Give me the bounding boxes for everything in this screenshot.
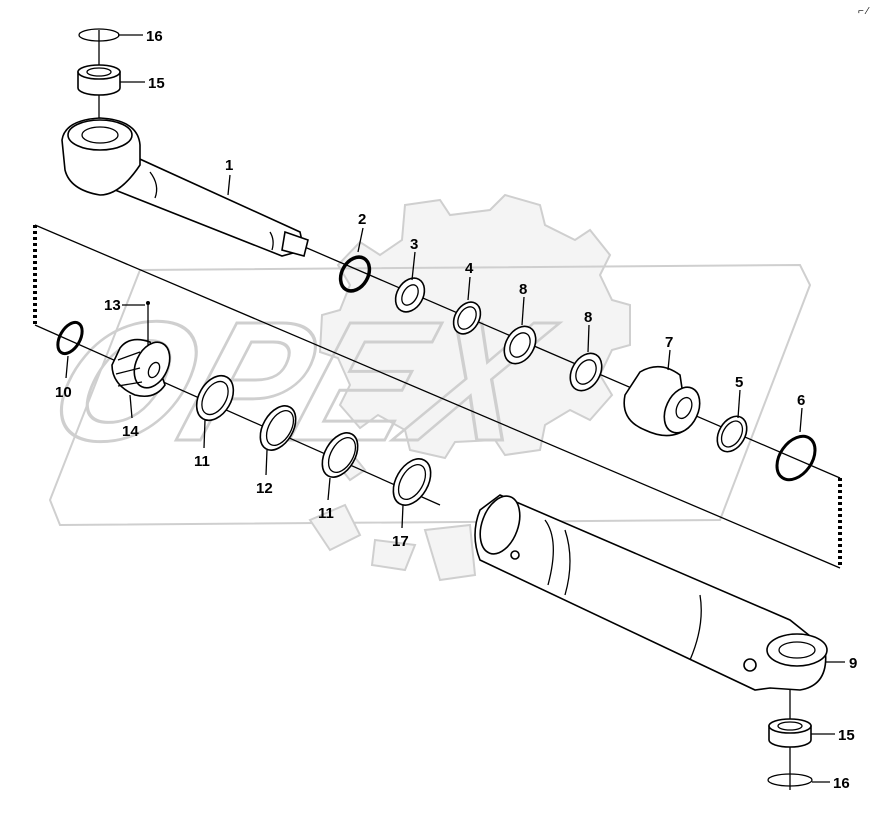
callout-1: 1 [225, 157, 233, 174]
callout-13: 14 [122, 423, 139, 440]
part-cylinder-barrel [474, 494, 828, 691]
callout-17: 17 [392, 533, 409, 550]
callout-9: 9 [849, 655, 857, 672]
part-circlip-bottom [767, 773, 813, 787]
part-ring-3 [394, 277, 426, 313]
part-seal-12 [259, 405, 297, 451]
part-bushing-bottom [768, 718, 812, 748]
callout-15-bottom: 15 [838, 727, 855, 744]
callout-3: 3 [410, 236, 418, 253]
leader-lines [65, 34, 845, 783]
callout-15-top: 15 [148, 75, 165, 92]
callout-5: 5 [735, 374, 743, 391]
part-seal-8a [503, 325, 537, 365]
part-ring-5 [716, 415, 748, 453]
callout-11a: 11 [194, 453, 210, 470]
part-piston-13 [111, 338, 171, 398]
corner-mark: ⌐ ⁄ [858, 6, 870, 17]
part-piston-rod [61, 117, 309, 257]
callout-8a: 8 [519, 281, 527, 298]
callout-10: 10 [55, 384, 72, 401]
part-wear-ring-11b [321, 432, 359, 478]
callout-16-top: 16 [146, 28, 163, 45]
watermark-text: OPEX [29, 286, 573, 476]
part-o-ring-10 [56, 320, 84, 356]
part-seal-8b [569, 352, 603, 392]
callout-12: 12 [256, 480, 273, 497]
callout-14: 13 [104, 297, 121, 314]
part-bushing-top [77, 64, 121, 96]
part-pin-14 [146, 301, 150, 345]
callout-8b: 8 [584, 309, 592, 326]
callout-4: 4 [465, 260, 474, 277]
part-wear-ring-11a [195, 374, 235, 422]
callout-7: 7 [665, 334, 673, 351]
part-o-ring-2 [338, 255, 372, 293]
callout-6: 6 [797, 392, 805, 409]
callout-11b: 11 [318, 505, 334, 522]
part-ring-4 [452, 301, 482, 335]
part-gland-7 [623, 365, 701, 437]
part-seal-17 [392, 458, 432, 506]
callout-16-bottom: 16 [833, 775, 850, 792]
callout-2: 2 [358, 211, 366, 228]
callout-labels: 16 15 1 2 3 4 8 8 7 5 6 13 10 14 11 12 1… [55, 28, 857, 792]
part-o-ring-6 [775, 434, 817, 482]
